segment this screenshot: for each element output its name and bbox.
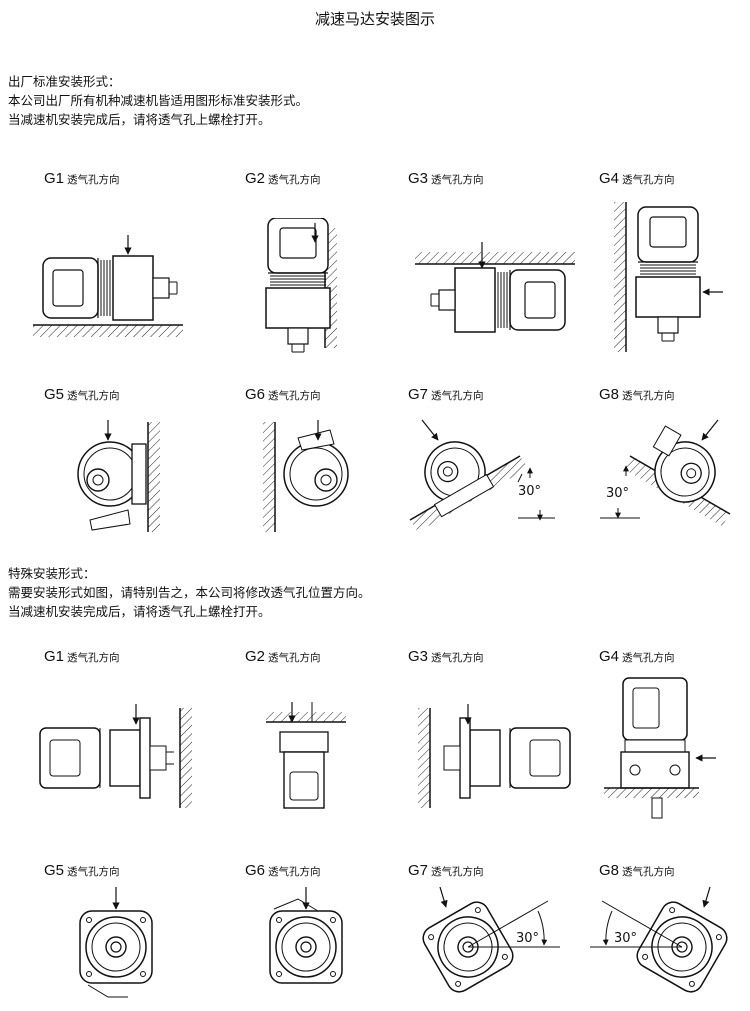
std-g7-diagram: 30° bbox=[400, 410, 560, 530]
std-g8-diagram: 30° bbox=[590, 410, 740, 530]
std-g3-diagram bbox=[410, 238, 585, 348]
std-g1-diagram bbox=[28, 230, 203, 340]
std-g7-angle: 30° bbox=[518, 484, 542, 499]
std-g8-angle: 30° bbox=[606, 486, 630, 501]
special-section-header: 特殊安装形式： 需要安装形式如图，请特别告之，本公司将修改透气孔位置方向。 当减… bbox=[8, 564, 371, 621]
spc-g5-diagram bbox=[68, 885, 168, 1005]
spc-g3-diagram bbox=[410, 700, 580, 815]
spc-g4-diagram bbox=[600, 670, 720, 825]
standard-section-header: 出厂标准安装形式： 本公司出厂所有机种减速机皆适用图形标准安装形式。 当减速机安… bbox=[8, 72, 308, 129]
spc-g6-diagram bbox=[258, 885, 358, 1005]
spc-g7-angle: 30° bbox=[516, 931, 540, 946]
spc-g2-diagram bbox=[262, 698, 352, 818]
spc-g7-diagram: 30° bbox=[410, 885, 570, 1005]
std-g6-diagram bbox=[258, 412, 363, 537]
std-g4-diagram bbox=[608, 192, 728, 362]
std-g2-diagram bbox=[260, 218, 350, 353]
spc-g8-angle: 30° bbox=[614, 931, 638, 946]
special-line-2: 当减速机安装完成后，请将透气孔上螺栓打开。 bbox=[8, 604, 271, 619]
standard-heading: 出厂标准安装形式： bbox=[8, 74, 121, 89]
page-title: 减速马达安装图示 bbox=[314, 10, 435, 28]
std-g5-diagram bbox=[68, 412, 173, 537]
standard-line-2: 当减速机安装完成后，请将透气孔上螺栓打开。 bbox=[8, 112, 271, 127]
spc-g1-diagram bbox=[30, 700, 205, 815]
special-heading: 特殊安装形式： bbox=[8, 566, 96, 581]
special-line-1: 需要安装形式如图，请特别告之，本公司将修改透气孔位置方向。 bbox=[8, 585, 371, 600]
spc-g8-diagram: 30° bbox=[590, 885, 740, 1005]
standard-line-1: 本公司出厂所有机种减速机皆适用图形标准安装形式。 bbox=[8, 93, 309, 108]
